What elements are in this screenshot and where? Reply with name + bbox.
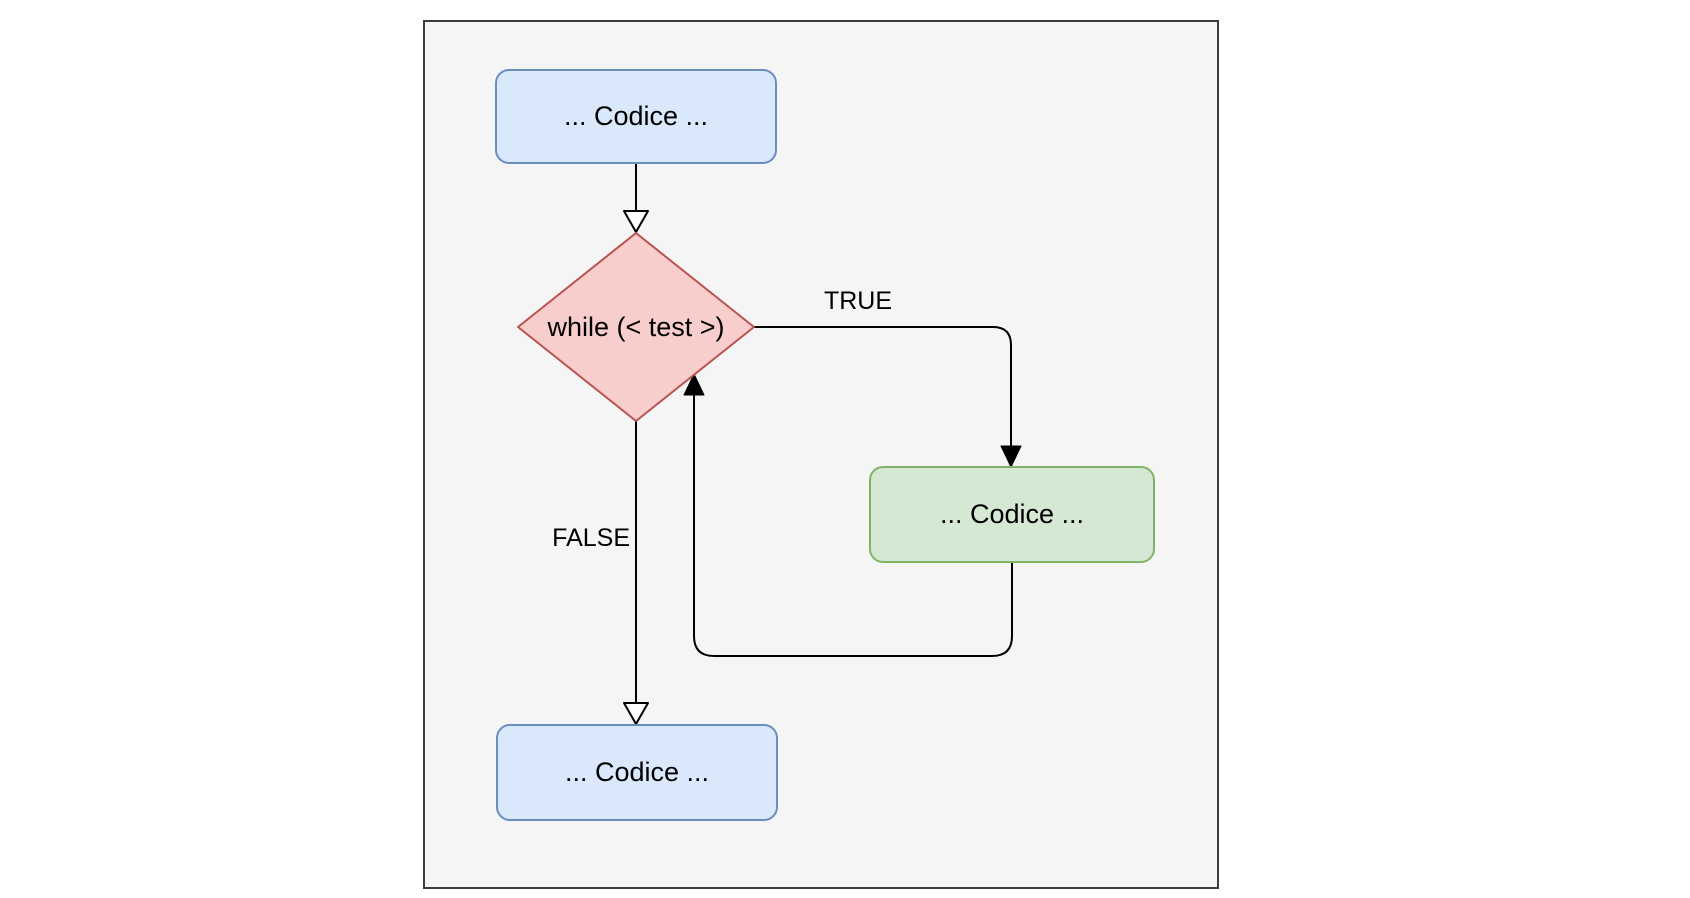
arrow-false-branch <box>623 421 649 725</box>
hollow-arrowhead-icon <box>623 702 649 725</box>
solid-arrowhead-icon <box>1000 445 1022 468</box>
code-bottom-node <box>496 724 778 821</box>
solid-arrowhead-icon <box>683 373 705 396</box>
arrow-loop-return <box>683 373 1013 657</box>
arrow-top-to-while <box>623 163 649 233</box>
code-top-node <box>495 69 777 164</box>
diagram-frame: ... Codice ... while (< test >) ... Codi… <box>423 20 1219 889</box>
arrow-true-branch <box>754 326 1022 468</box>
hollow-arrowhead-icon <box>623 210 649 233</box>
flowchart-canvas <box>495 69 1155 821</box>
loop-body-node <box>869 466 1155 563</box>
while-condition-node <box>517 232 755 422</box>
